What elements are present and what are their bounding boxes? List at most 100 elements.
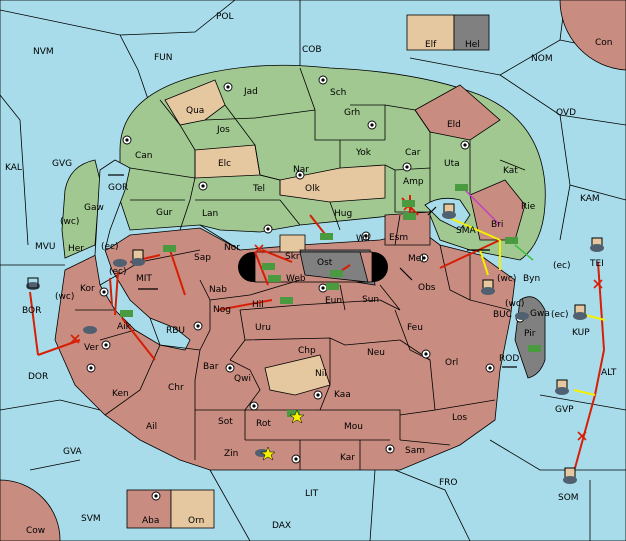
territory-bri[interactable] <box>469 179 526 241</box>
label-ver: Ver <box>84 343 99 353</box>
label-gwa: Gwa <box>530 309 550 319</box>
label-gor: GOR <box>108 183 128 193</box>
label-mou: Mou <box>344 422 363 432</box>
land-labels: Con Elf Hel Jad Sch Qua Jos Grh Eld Can … <box>26 38 613 536</box>
label-can: Can <box>135 151 153 161</box>
label-chp: Chp <box>298 346 316 356</box>
label-lan: Lan <box>202 209 218 219</box>
label-aba: Aba <box>142 516 159 526</box>
label-sap: Sap <box>194 253 211 263</box>
label-web: Web <box>286 274 306 284</box>
label-sma: SMA <box>456 226 476 236</box>
label-dor: DOR <box>28 372 48 382</box>
label-kat: Kat <box>503 166 518 176</box>
label-nor: Nor <box>224 243 240 253</box>
army-unit <box>320 233 333 240</box>
army-unit <box>330 270 343 277</box>
continent-south <box>54 227 516 471</box>
territory-gaw[interactable] <box>61 159 101 259</box>
army-unit <box>163 245 176 252</box>
label-esm: Esm <box>389 233 408 243</box>
label-byn-ec: (ec) <box>553 261 571 271</box>
dislodged-star-icon <box>260 446 276 461</box>
fleet-unit <box>573 304 587 320</box>
label-tei: TEI <box>589 259 604 269</box>
army-unit <box>402 200 415 207</box>
label-jos: Jos <box>216 125 230 135</box>
label-los: Los <box>452 413 467 423</box>
label-elc: Elc <box>218 159 231 169</box>
sea-mit-inlet <box>94 159 191 351</box>
label-eld: Eld <box>447 120 461 130</box>
label-byn: Byn <box>523 274 540 284</box>
label-orl: Orl <box>445 358 458 368</box>
label-con: Con <box>595 38 613 48</box>
territory-cow[interactable] <box>0 479 61 541</box>
label-rod: ROD <box>499 354 519 364</box>
units <box>26 184 604 484</box>
label-fro: FRO <box>439 478 458 488</box>
label-zin: Zin <box>224 449 238 459</box>
label-rot: Rot <box>256 419 271 429</box>
fleet-unit <box>555 379 569 395</box>
label-pol: POL <box>216 12 234 22</box>
territory-ost-core[interactable] <box>299 251 369 283</box>
label-nab: Nab <box>209 285 227 295</box>
label-kor-wc: (wc) <box>55 292 74 302</box>
label-fun: FUN <box>154 53 173 63</box>
label-her-ec: (ec) <box>101 242 119 252</box>
label-ail: Ail <box>146 422 157 432</box>
label-svm: SVM <box>81 514 101 524</box>
fleet-unit <box>113 259 127 267</box>
label-rie: Rie <box>521 202 536 212</box>
label-ovd: OVD <box>556 108 576 118</box>
label-bor: BOR <box>22 306 41 316</box>
label-ken: Ken <box>112 389 129 399</box>
label-gva: GVA <box>63 447 83 457</box>
label-gaw: Gaw <box>84 203 104 213</box>
label-sot: Sot <box>218 417 233 427</box>
territory-nil[interactable] <box>264 354 331 396</box>
territory-con[interactable] <box>559 0 626 71</box>
label-hel: Hel <box>465 40 480 50</box>
label-obs: Obs <box>418 283 436 293</box>
territory-qua[interactable] <box>164 79 226 126</box>
label-chr: Chr <box>168 383 184 393</box>
label-hug: Hug <box>334 209 352 219</box>
borders-south <box>75 244 511 470</box>
label-amp: Amp <box>403 177 424 187</box>
label-mel: Mel <box>408 254 424 264</box>
label-aik: Aik <box>117 322 132 332</box>
coast-labels: (wc) (ec) (ec) (wc) (ec) (wc) (wc) (ec) <box>55 217 571 320</box>
army-unit <box>455 184 468 191</box>
army-unit <box>280 297 293 304</box>
label-bar: Bar <box>203 362 219 372</box>
army-unit <box>528 345 541 352</box>
label-eun: Eun <box>325 296 342 306</box>
territory-orn[interactable] <box>170 489 215 529</box>
army-unit <box>120 310 133 317</box>
label-her: Her <box>68 244 84 254</box>
label-bri: Bri <box>491 220 503 230</box>
borders-north <box>129 67 526 251</box>
fleet-unit <box>83 326 97 334</box>
label-gur: Gur <box>156 208 173 218</box>
label-som: SOM <box>558 493 579 503</box>
label-ost: Ost <box>317 258 333 268</box>
label-olk: Olk <box>305 184 321 194</box>
fleet-unit <box>26 277 40 290</box>
label-kor: Kor <box>80 284 95 294</box>
label-cow: Cow <box>26 526 45 536</box>
label-gaw-wc: (wc) <box>60 217 79 227</box>
sea-labels: POL NVM FUN COB NOM OVD KAL GVG GOR MVU … <box>5 12 617 531</box>
label-kam: KAM <box>580 194 600 204</box>
label-alt: ALT <box>601 368 617 378</box>
label-elf: Elf <box>425 40 437 50</box>
fleet-unit <box>131 249 145 266</box>
dislodged-star-icon <box>289 409 305 424</box>
order-arrows <box>29 174 606 469</box>
label-sch: Sch <box>330 88 346 98</box>
territory-hel[interactable] <box>453 14 490 51</box>
